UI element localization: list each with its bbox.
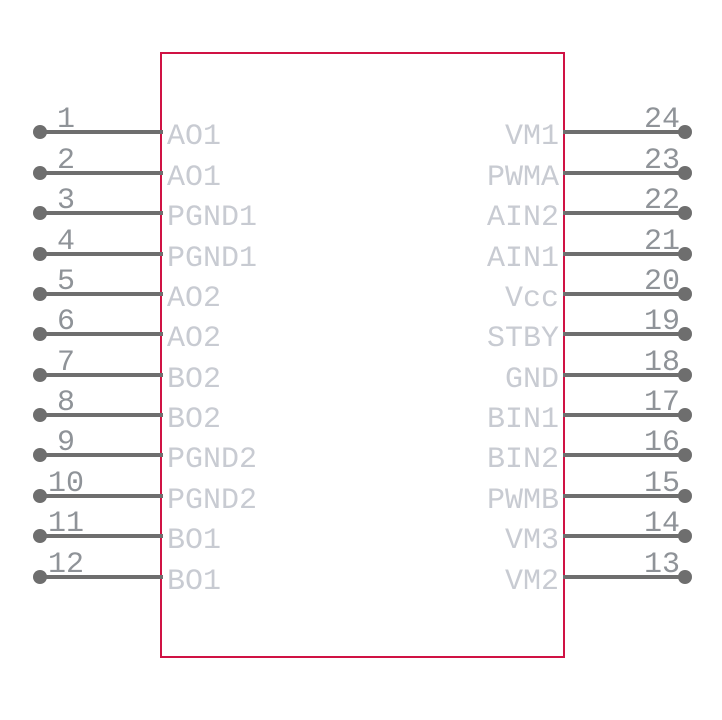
pin-label: AO2 <box>167 322 222 356</box>
pin-label: BIN1 <box>486 403 559 437</box>
pin-number: 19 <box>643 305 680 339</box>
pin-label: PGND2 <box>167 484 258 518</box>
pin-label: AO2 <box>167 282 222 316</box>
pin-endpoint-dot <box>678 448 692 462</box>
pin-wire <box>563 534 686 538</box>
pin-wire <box>563 575 686 579</box>
pin-label: AO1 <box>167 161 222 195</box>
pin-endpoint-dot <box>33 247 47 261</box>
pin-endpoint-dot <box>678 327 692 341</box>
pin-number: 20 <box>643 265 680 299</box>
pin-wire <box>563 171 686 175</box>
pin-number: 7 <box>56 346 75 380</box>
symbol-body-outline <box>160 52 565 658</box>
pin-endpoint-dot <box>678 247 692 261</box>
pin-endpoint-dot <box>33 529 47 543</box>
pin-wire <box>40 575 163 579</box>
pin-label: PGND1 <box>167 201 258 235</box>
pin-number: 13 <box>643 548 680 582</box>
pin-number: 22 <box>643 184 680 218</box>
pin-wire <box>40 211 163 215</box>
pin-wire <box>563 252 686 256</box>
pin-number: 9 <box>56 426 75 460</box>
pin-label: Vcc <box>504 282 559 316</box>
pin-number: 16 <box>643 426 680 460</box>
pin-wire <box>563 211 686 215</box>
pin-endpoint-dot <box>678 368 692 382</box>
pin-label: PGND1 <box>167 242 258 276</box>
pin-number: 2 <box>56 144 75 178</box>
pin-number: 12 <box>47 548 84 582</box>
pin-endpoint-dot <box>678 287 692 301</box>
pin-label: VM2 <box>504 565 559 599</box>
pin-endpoint-dot <box>33 408 47 422</box>
pin-label: BO1 <box>167 565 222 599</box>
pin-number: 21 <box>643 225 680 259</box>
pin-endpoint-dot <box>33 166 47 180</box>
pin-endpoint-dot <box>678 489 692 503</box>
pin-wire <box>40 252 163 256</box>
pin-label: VM3 <box>504 524 559 558</box>
pin-wire <box>40 534 163 538</box>
pin-label: AIN2 <box>486 201 559 235</box>
pin-wire <box>563 292 686 296</box>
pin-label: PWMA <box>486 161 559 195</box>
pin-wire <box>563 494 686 498</box>
pin-endpoint-dot <box>33 327 47 341</box>
pin-number: 4 <box>56 225 75 259</box>
pin-label: STBY <box>486 322 559 356</box>
pin-endpoint-dot <box>678 125 692 139</box>
pin-endpoint-dot <box>33 368 47 382</box>
pin-wire <box>40 171 163 175</box>
pin-number: 11 <box>47 507 84 541</box>
pin-wire <box>40 453 163 457</box>
pin-label: GND <box>504 363 559 397</box>
pin-wire <box>563 373 686 377</box>
pin-wire <box>40 130 163 134</box>
pin-endpoint-dot <box>33 489 47 503</box>
pin-label: BIN2 <box>486 443 559 477</box>
pin-number: 10 <box>47 467 84 501</box>
pin-number: 1 <box>56 103 75 137</box>
pin-label: PWMB <box>486 484 559 518</box>
pin-label: AO1 <box>167 120 222 154</box>
pin-number: 3 <box>56 184 75 218</box>
pin-wire <box>40 332 163 336</box>
pin-endpoint-dot <box>33 287 47 301</box>
pin-label: AIN1 <box>486 242 559 276</box>
pin-wire <box>563 413 686 417</box>
pin-number: 24 <box>643 103 680 137</box>
pin-endpoint-dot <box>33 448 47 462</box>
pin-endpoint-dot <box>678 166 692 180</box>
pin-wire <box>40 292 163 296</box>
pin-label: BO1 <box>167 524 222 558</box>
pin-endpoint-dot <box>678 570 692 584</box>
pin-endpoint-dot <box>33 570 47 584</box>
pin-endpoint-dot <box>33 206 47 220</box>
pin-number: 23 <box>643 144 680 178</box>
pin-number: 17 <box>643 386 680 420</box>
pin-endpoint-dot <box>33 125 47 139</box>
pin-endpoint-dot <box>678 529 692 543</box>
pin-label: BO2 <box>167 363 222 397</box>
pin-number: 14 <box>643 507 680 541</box>
pin-label: VM1 <box>504 120 559 154</box>
pin-wire <box>563 453 686 457</box>
pin-wire <box>40 413 163 417</box>
pin-number: 18 <box>643 346 680 380</box>
pin-number: 6 <box>56 305 75 339</box>
pin-label: PGND2 <box>167 443 258 477</box>
pin-endpoint-dot <box>678 206 692 220</box>
pin-number: 5 <box>56 265 75 299</box>
pin-wire <box>40 373 163 377</box>
pin-wire <box>40 494 163 498</box>
pin-endpoint-dot <box>678 408 692 422</box>
pin-number: 8 <box>56 386 75 420</box>
pin-label: BO2 <box>167 403 222 437</box>
pin-number: 15 <box>643 467 680 501</box>
pin-wire <box>563 130 686 134</box>
pin-wire <box>563 332 686 336</box>
